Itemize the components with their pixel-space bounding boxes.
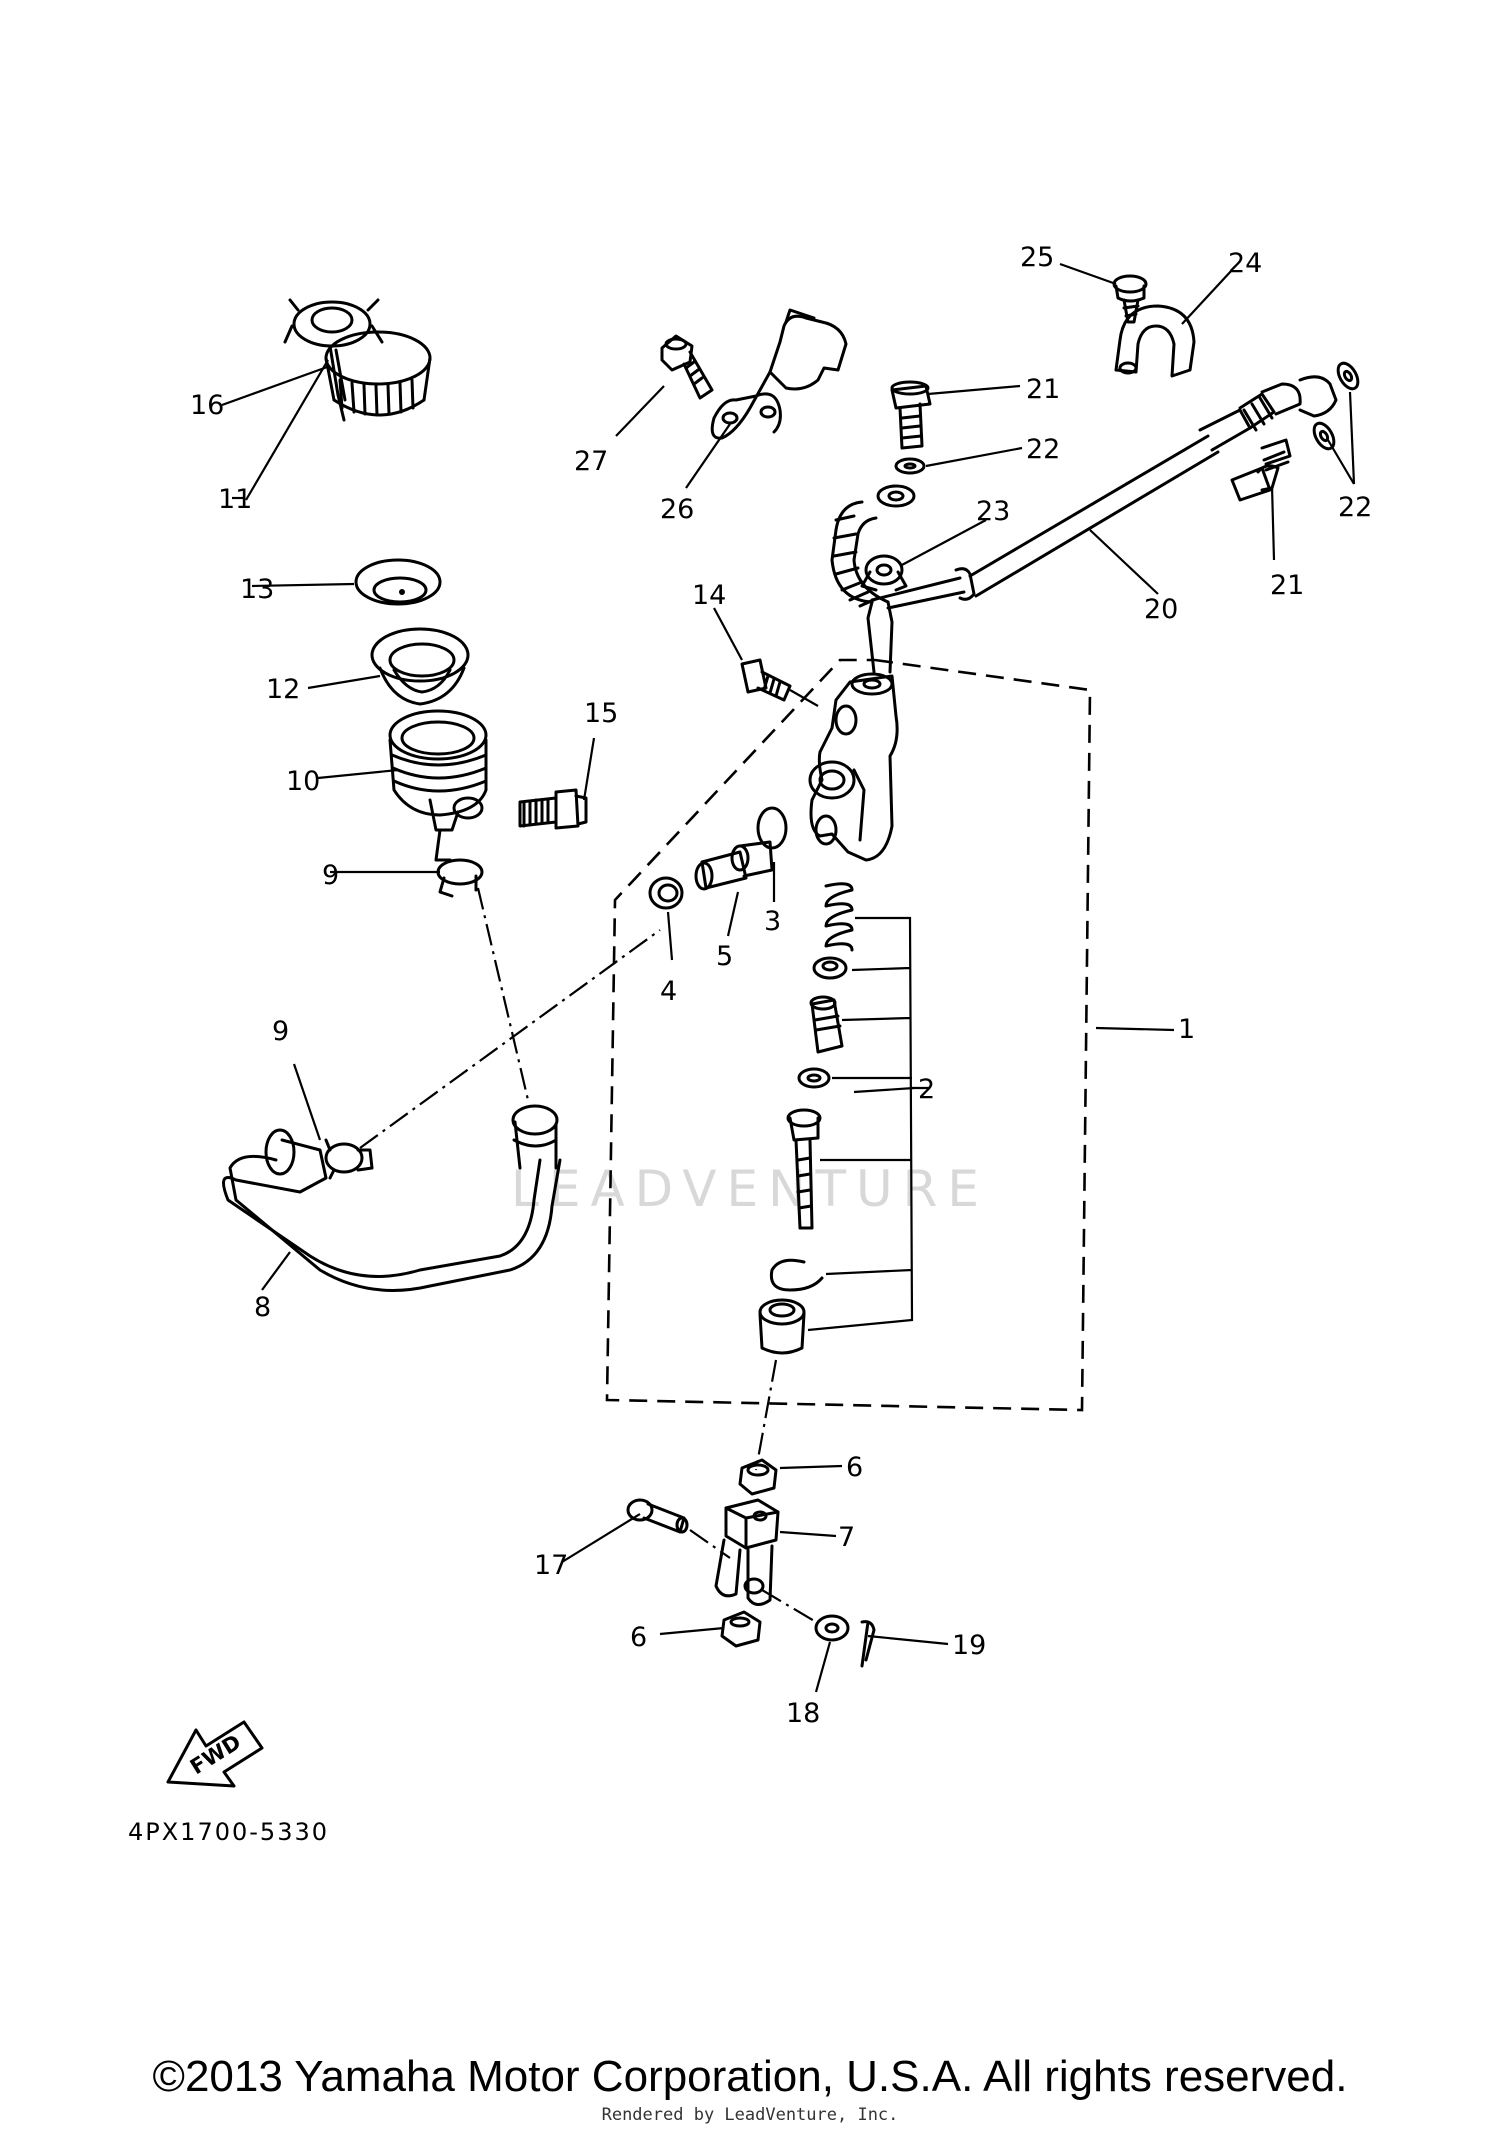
part-22-washer-right-a [1336, 361, 1360, 391]
callout-11: 11 [218, 484, 252, 515]
callout-7: 7 [838, 1522, 855, 1553]
callout-23: 23 [976, 496, 1010, 527]
part-26-bracket [710, 308, 848, 440]
callout-5: 5 [716, 941, 733, 972]
part-23-banjo [860, 554, 908, 592]
part-22-washer-right-b [1312, 421, 1336, 451]
part-9-clamp-upper [436, 858, 484, 898]
part-16-clip [283, 298, 384, 422]
callout-21-right: 21 [1270, 570, 1304, 601]
callout-4: 4 [660, 976, 677, 1007]
fwd-label: FWD [186, 1730, 245, 1779]
part-12-diaphragm [370, 627, 470, 706]
master-cylinder-body [808, 672, 899, 862]
diagram-code: 4PX1700-5330 [128, 1818, 329, 1846]
part-5-fitting [694, 840, 774, 891]
callout-25: 25 [1020, 242, 1054, 273]
part-2-piston [809, 995, 844, 1054]
part-19-cotter-pin [860, 1620, 876, 1668]
callout-6-upper: 6 [846, 1452, 863, 1483]
leadventure-watermark: LEADVENTURE [511, 1160, 989, 1218]
part-2-spring [824, 882, 854, 952]
part-4-circlip [648, 876, 684, 910]
callout-19: 19 [952, 1630, 986, 1661]
callout-14: 14 [692, 580, 726, 611]
callout-2: 2 [918, 1074, 935, 1105]
callout-3: 3 [764, 906, 781, 937]
center-line-pushrod [754, 1359, 778, 1471]
part-3-o-ring [756, 806, 788, 850]
part-21-bolt-upper [890, 380, 932, 450]
callout-8: 8 [254, 1292, 271, 1323]
callout-16: 16 [190, 390, 224, 421]
part-9-clamp-lower [324, 1138, 374, 1180]
part-13-plate [354, 558, 442, 606]
assembly-outline [605, 658, 1092, 1412]
part-20-brake-hose [830, 375, 1338, 674]
part-18-washer [761, 1589, 850, 1642]
rendered-by-notice: Rendered by LeadVenture, Inc. [601, 2105, 899, 2125]
part-6-nut-upper [738, 1458, 778, 1496]
leader-lines [221, 262, 1356, 1693]
part-14-bolt [740, 658, 819, 707]
center-line-hose-master [359, 929, 661, 1149]
copyright-notice: ©2013 Yamaha Motor Corporation, U.S.A. A… [152, 2052, 1348, 2101]
callout-20: 20 [1144, 594, 1178, 625]
part-2-seal-lower [797, 1067, 831, 1089]
callout-9-upper: 9 [322, 860, 339, 891]
part-22-washer-upper [894, 457, 926, 475]
callout-9-lower: 9 [272, 1016, 289, 1047]
callout-27: 27 [574, 446, 608, 477]
part-6-nut-lower [720, 1610, 762, 1648]
part-11-cap [324, 330, 432, 417]
callout-15: 15 [584, 698, 618, 729]
callout-22-upper: 22 [1026, 434, 1060, 465]
callout-18: 18 [786, 1698, 820, 1729]
part-10-reservoir [388, 709, 488, 862]
part-17-pin [626, 1498, 731, 1559]
part-2-seal-upper [812, 956, 848, 980]
callout-10: 10 [286, 766, 320, 797]
part-7-clevis [714, 1498, 780, 1606]
part-22-washer-mid [876, 484, 916, 508]
callout-6-lower: 6 [630, 1622, 647, 1653]
part-15-bolt [518, 788, 588, 830]
part-2-circlip [769, 1258, 824, 1292]
callout-24: 24 [1228, 248, 1262, 279]
part-2-push-rod [786, 1108, 822, 1230]
part-25-screw [1112, 274, 1148, 324]
part-24-hose-clamp [1114, 304, 1196, 378]
center-line-reservoir-hose [476, 887, 530, 1101]
callout-1: 1 [1178, 1014, 1195, 1045]
callout-17: 17 [534, 1550, 568, 1581]
part-8-hose [222, 1104, 562, 1292]
callout-13: 13 [240, 574, 274, 605]
callout-12: 12 [266, 674, 300, 705]
part-2-boot [758, 1298, 806, 1355]
callout-21-upper: 21 [1026, 374, 1060, 405]
callout-22-right: 22 [1338, 492, 1372, 523]
kit-bracket [807, 916, 914, 1332]
fwd-arrow-icon: FWD [166, 1720, 264, 1788]
part-27-bolt [660, 334, 714, 400]
part-21-bolt-right [1230, 438, 1292, 502]
callout-26: 26 [660, 494, 694, 525]
